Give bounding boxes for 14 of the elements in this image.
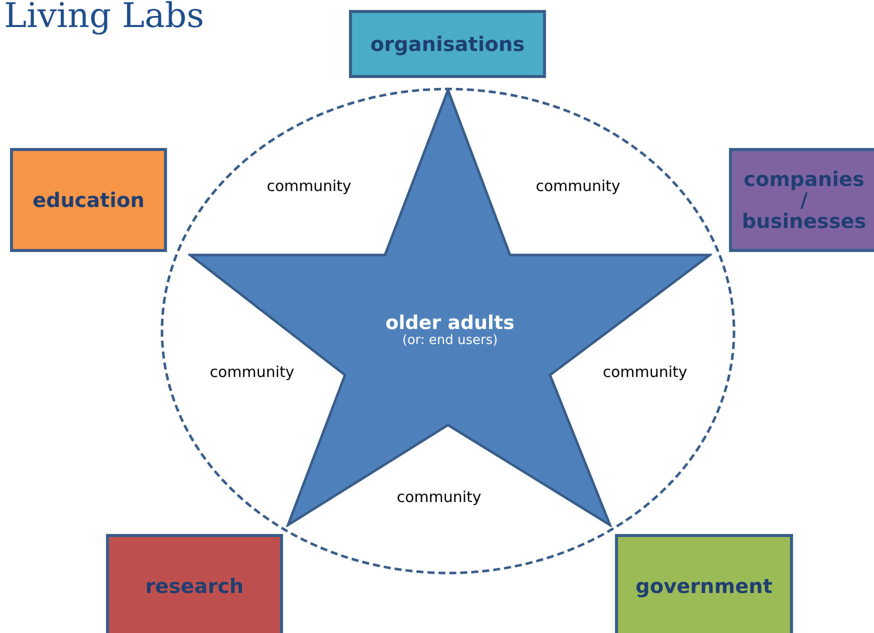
region-label: community: [536, 177, 620, 195]
category-box: education: [10, 148, 167, 252]
region-label: community: [266, 177, 352, 195]
dashed-ellipse: [160, 87, 736, 575]
category-box: government: [615, 534, 793, 633]
category-box: organisations: [349, 10, 546, 78]
star-subtitle: (or: end users): [402, 334, 498, 348]
page-title: Living Labs: [4, 0, 204, 36]
star-title: older adults: [386, 313, 514, 334]
region-label: community: [210, 363, 294, 381]
region-label: community: [396, 488, 482, 506]
category-box: companies / businesses: [729, 148, 874, 252]
category-box: research: [106, 534, 283, 633]
region-label: community: [602, 363, 688, 381]
